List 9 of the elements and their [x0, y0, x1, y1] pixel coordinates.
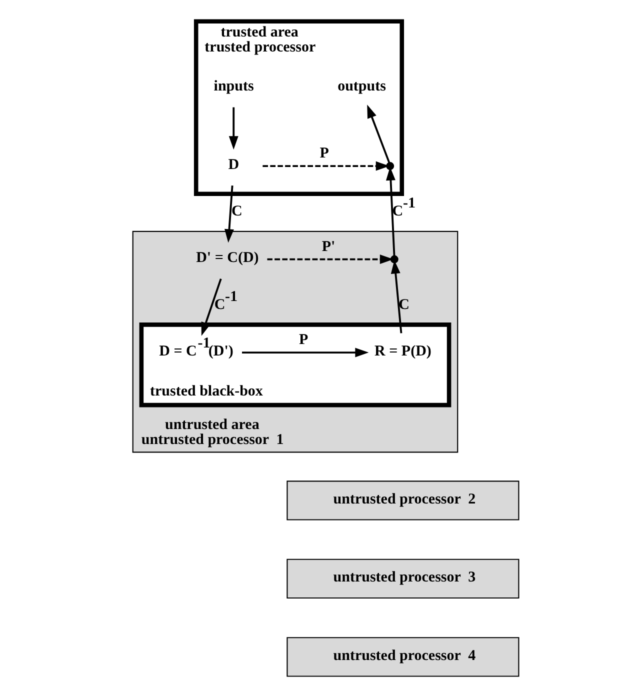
edge-label: P: [298, 332, 308, 348]
edge-label: P: [319, 146, 328, 162]
node-text: inputs: [213, 78, 254, 95]
edge-label: C: [230, 204, 242, 220]
node-text: outputs: [337, 78, 386, 95]
node-text: D: [228, 156, 239, 173]
edge-label: P': [321, 238, 335, 255]
node-text: D' = C(D): [196, 250, 258, 266]
node-text: R = P(D): [374, 343, 431, 360]
